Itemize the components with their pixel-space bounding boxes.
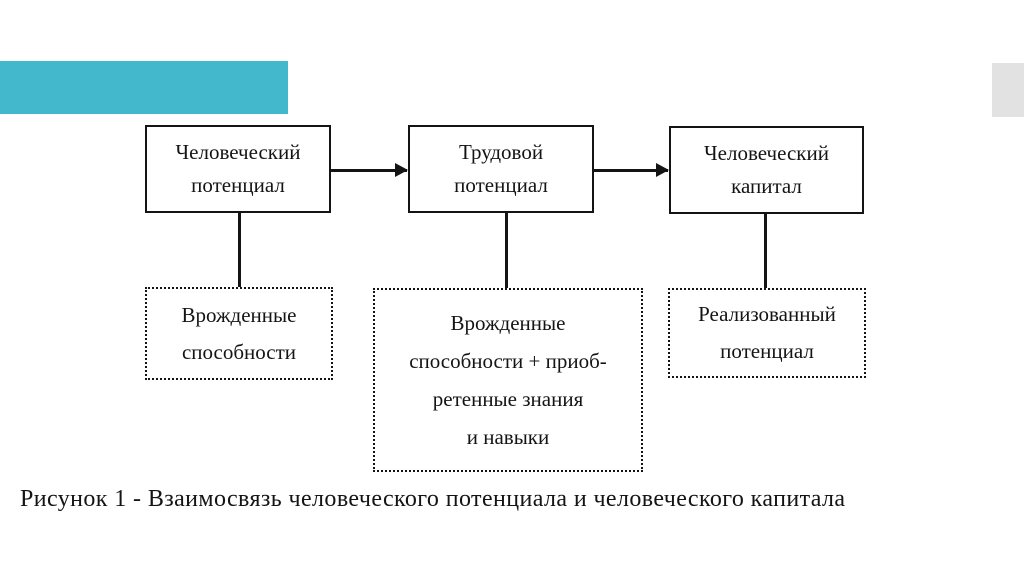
box-label-line: Врожденные — [181, 302, 297, 327]
box-label-line: способности — [181, 339, 297, 364]
box-label-line: и навыки — [466, 425, 550, 449]
right-arrow-connector-2 — [594, 163, 669, 177]
vertical-connector-3 — [764, 212, 767, 290]
figure-caption: Рисунок 1 - Взаимосвязь человеческого по… — [20, 486, 846, 512]
box-label-line: Врожденные — [450, 311, 566, 335]
box-label-line: потенциал — [454, 173, 548, 197]
box-label-line: способности + приоб- — [409, 349, 607, 373]
dotted-box-innate-abilities: Врожденные способности — [145, 287, 333, 380]
box-label-line: Человеческий — [704, 141, 829, 165]
vertical-connector-2 — [505, 211, 508, 290]
flow-box-human-capital: Человеческий капитал — [669, 126, 864, 214]
box-label-line: Трудовой — [458, 140, 544, 164]
flow-box-labor-potential: Трудовой потенциал — [408, 125, 594, 213]
box-label-line: ретенные знания — [432, 387, 584, 411]
dotted-box-realized-potential: Реализованный потенциал — [668, 288, 866, 378]
box-label-line: капитал — [731, 174, 802, 198]
box-label-line: Человеческий — [175, 140, 301, 164]
box-label-line: Реализованный — [698, 302, 836, 326]
right-arrow-connector-1 — [331, 163, 408, 177]
dotted-box-innate-plus-acquired: Врожденные способности + приоб- ретенные… — [373, 288, 643, 472]
box-label-line: потенциал — [191, 173, 285, 197]
flow-box-human-potential: Человеческий потенциал — [145, 125, 331, 213]
box-label-line: потенциал — [720, 339, 814, 363]
gray-accent-bar — [992, 63, 1024, 117]
teal-accent-bar — [0, 61, 288, 114]
vertical-connector-1 — [238, 211, 241, 289]
